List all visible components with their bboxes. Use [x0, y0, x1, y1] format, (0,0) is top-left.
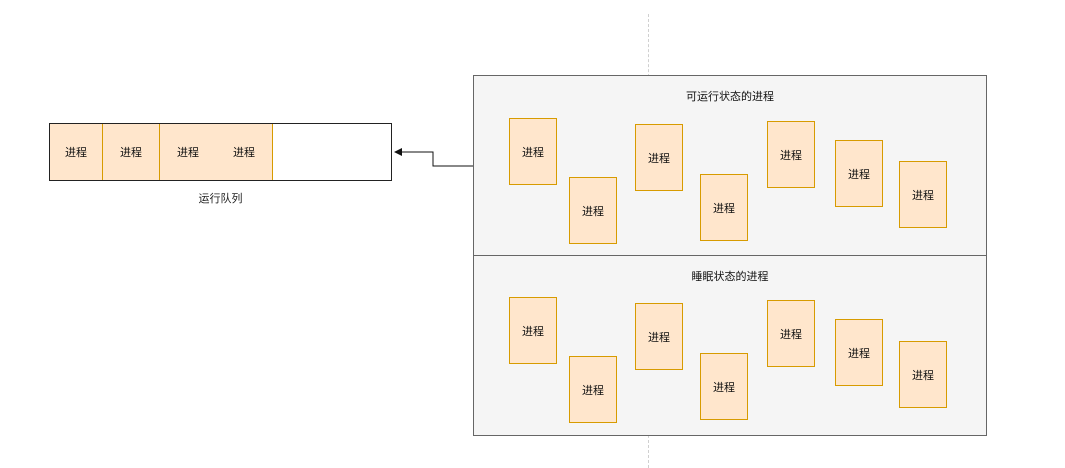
process-box[interactable]: 进程: [899, 161, 947, 228]
process-box[interactable]: 进程: [700, 174, 748, 241]
queue-process-slot[interactable]: 进程: [216, 124, 273, 180]
process-box[interactable]: 进程: [569, 356, 617, 423]
run-queue[interactable]: 进程 进程 进程 进程: [49, 123, 392, 181]
process-box[interactable]: 进程: [835, 140, 883, 207]
process-box[interactable]: 进程: [509, 118, 557, 185]
run-queue-label: 运行队列: [198, 192, 243, 205]
runnable-process-panel[interactable]: 可运行状态的进程 进程 进程 进程 进程 进程 进程 进程: [473, 75, 987, 256]
process-box[interactable]: 进程: [835, 319, 883, 386]
sleeping-process-panel[interactable]: 睡眠状态的进程 进程 进程 进程 进程 进程 进程 进程: [473, 255, 987, 436]
process-box[interactable]: 进程: [635, 124, 683, 191]
process-box[interactable]: 进程: [700, 353, 748, 420]
process-box[interactable]: 进程: [635, 303, 683, 370]
process-box[interactable]: 进程: [509, 297, 557, 364]
queue-process-slot[interactable]: 进程: [160, 124, 217, 180]
process-box[interactable]: 进程: [569, 177, 617, 244]
queue-process-slot[interactable]: 进程: [103, 124, 160, 180]
process-box[interactable]: 进程: [767, 121, 815, 188]
process-box[interactable]: 进程: [767, 300, 815, 367]
queue-process-slot[interactable]: 进程: [50, 124, 103, 180]
process-box[interactable]: 进程: [899, 341, 947, 408]
sleeping-panel-title: 睡眠状态的进程: [691, 270, 769, 283]
runnable-panel-title: 可运行状态的进程: [686, 90, 774, 103]
